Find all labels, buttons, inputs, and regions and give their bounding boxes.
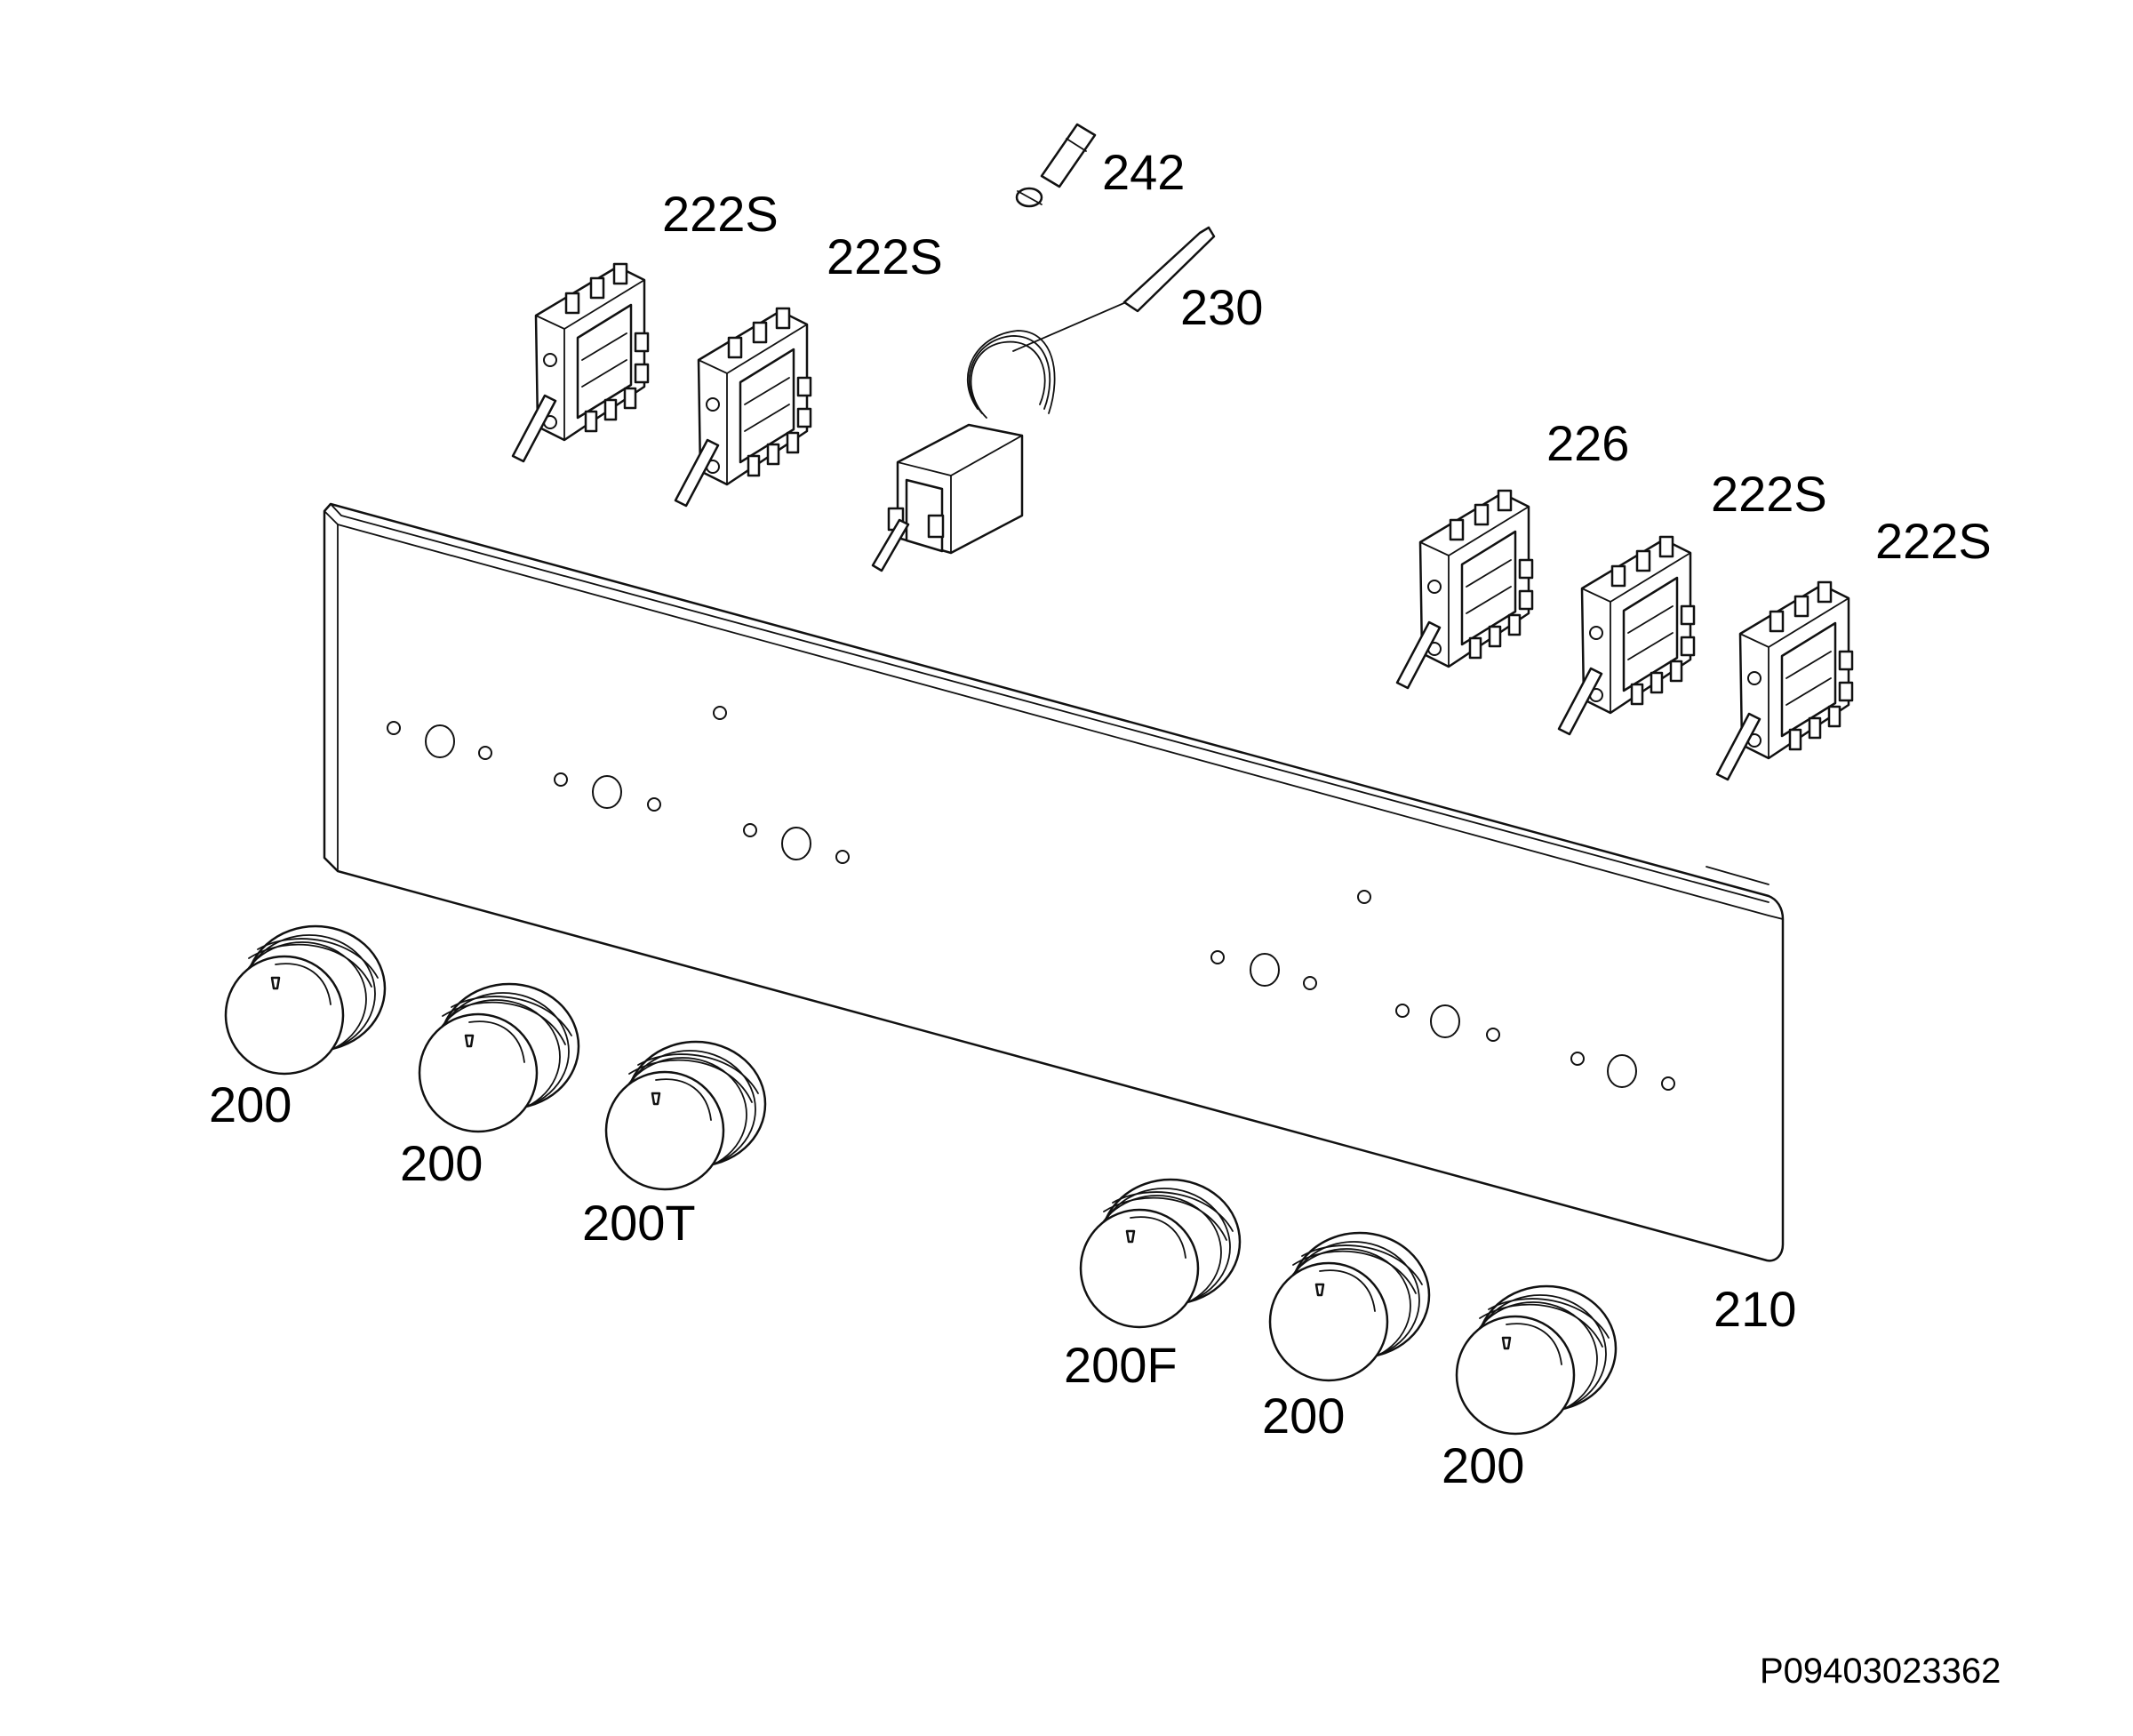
label-thermostat: 230 <box>1180 279 1263 335</box>
control-panel <box>323 502 1785 1262</box>
knob-2 <box>418 982 580 1133</box>
label-switch-5: 222S <box>1875 513 1992 569</box>
knob-3 <box>604 1040 767 1191</box>
rotary-switch-1 <box>511 262 650 463</box>
label-switch-2: 222S <box>827 228 943 284</box>
thermostat <box>871 226 1216 572</box>
label-knob-6: 200 <box>1442 1437 1524 1493</box>
rotary-switch-2 <box>674 307 812 508</box>
label-switch-3: 226 <box>1546 415 1629 471</box>
knob-4 <box>1079 1178 1242 1329</box>
rotary-switch-3 <box>1395 489 1534 690</box>
rotary-switch-5 <box>1715 580 1854 781</box>
label-switch-1: 222S <box>662 186 779 242</box>
label-sensor-tip: 242 <box>1102 144 1185 200</box>
label-switch-4: 222S <box>1711 466 1827 522</box>
sensor-tip <box>1015 123 1097 208</box>
label-panel: 210 <box>1714 1281 1796 1337</box>
rotary-switch-4 <box>1557 535 1696 736</box>
label-knob-3: 200T <box>582 1195 696 1251</box>
knob-5 <box>1268 1231 1431 1382</box>
label-knob-4: 200F <box>1064 1337 1178 1393</box>
knob-1 <box>224 924 387 1076</box>
drawing-code: P09403023362 <box>1760 1652 2001 1691</box>
label-knob-5: 200 <box>1262 1388 1345 1444</box>
label-knob-2: 200 <box>400 1135 483 1191</box>
knob-6 <box>1455 1284 1618 1436</box>
label-knob-1: 200 <box>209 1076 292 1132</box>
